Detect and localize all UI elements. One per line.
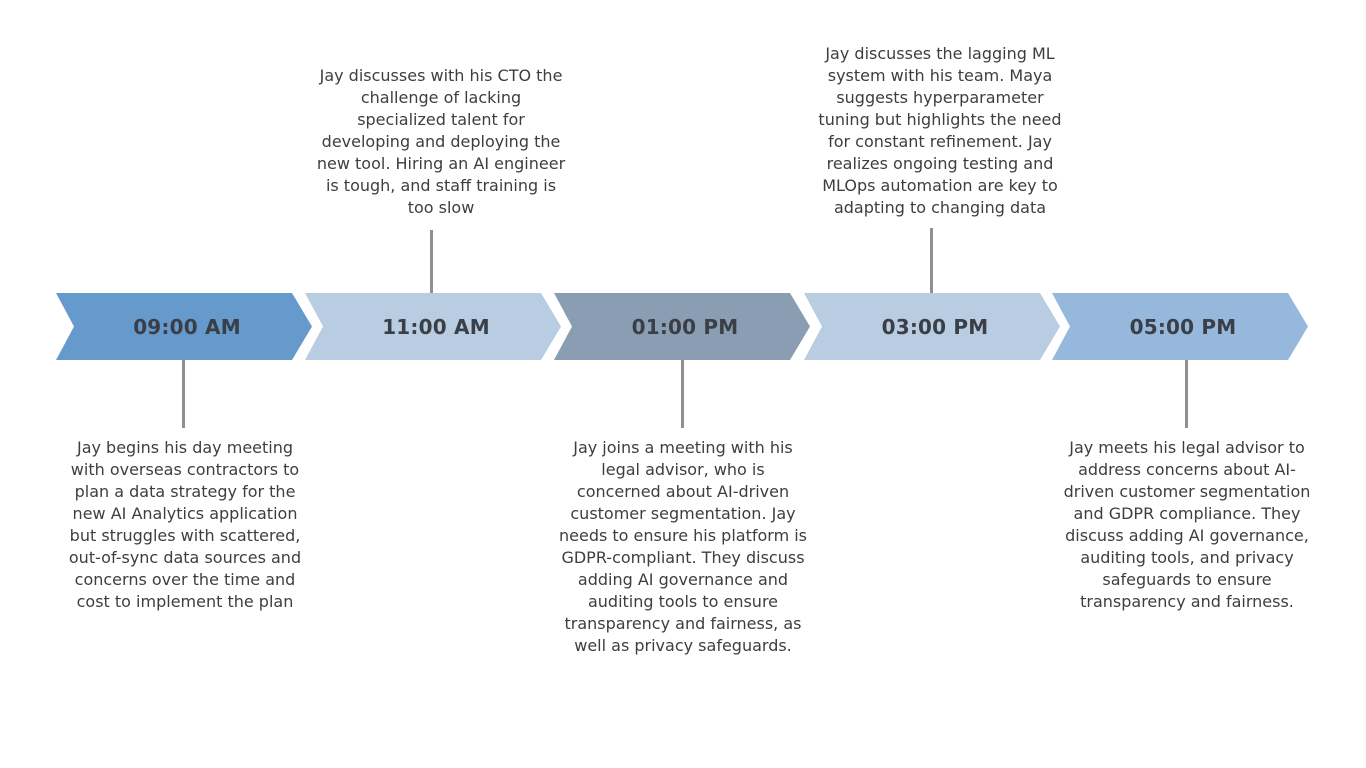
time-label: 03:00 PM — [881, 314, 989, 339]
chevron-shape — [804, 293, 1060, 360]
timeline-step-0300: 03:00 PM — [804, 293, 1060, 360]
chevron-shape — [554, 293, 810, 360]
event-description: Jay meets his legal advisor to address c… — [1063, 438, 1311, 611]
event-description: Jay discusses with his CTO the challenge… — [316, 66, 566, 217]
connector-line — [681, 360, 684, 428]
timeline-step-1100: 11:00 AM — [305, 293, 561, 360]
time-label: 09:00 AM — [133, 314, 241, 339]
event-description: Jay begins his day meeting with overseas… — [68, 438, 302, 611]
connector-line — [930, 228, 933, 293]
time-label: 01:00 PM — [631, 314, 739, 339]
connector-line — [430, 230, 433, 293]
connector-line — [1185, 360, 1188, 428]
event-description: Jay joins a meeting with his legal advis… — [558, 438, 808, 655]
timeline-step-0900: 09:00 AM — [56, 293, 312, 360]
connector-line — [182, 360, 185, 428]
chevron-shape — [305, 293, 561, 360]
chevron-shape — [56, 293, 312, 360]
timeline-step-0100: 01:00 PM — [554, 293, 810, 360]
time-label: 11:00 AM — [382, 314, 490, 339]
time-label: 05:00 PM — [1129, 314, 1237, 339]
chevron-shape — [1052, 293, 1308, 360]
timeline-step-0500: 05:00 PM — [1052, 293, 1308, 360]
event-description: Jay discusses the lagging ML system with… — [818, 44, 1062, 217]
